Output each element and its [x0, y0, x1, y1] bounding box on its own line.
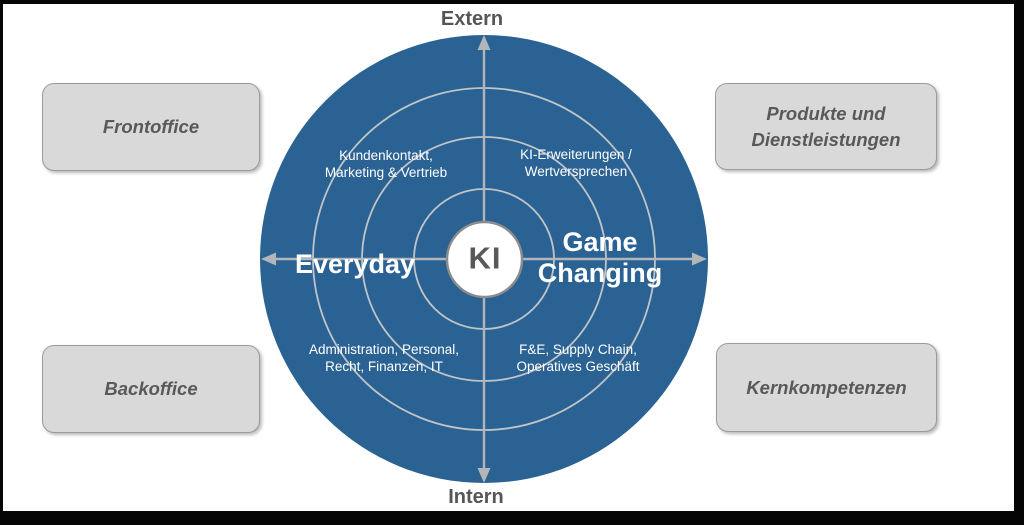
- kernkompetenzen-box: Kernkompetenzen: [716, 343, 937, 432]
- extern-axis-label: Extern: [440, 8, 504, 30]
- arrowhead-up-icon: [477, 35, 491, 50]
- hub-circle: [445, 220, 524, 299]
- backoffice-box: Backoffice: [42, 345, 260, 433]
- quadrant-label-administration: Administration, Personal, Recht, Finanze…: [308, 342, 460, 374]
- arrowhead-down-icon: [477, 468, 491, 483]
- arrowhead-right-icon: [692, 252, 707, 266]
- produkte-dienstleistungen-box: Produkte und Dienstleistungen: [715, 83, 937, 170]
- arrowhead-left-icon: [261, 252, 276, 266]
- quadrant-label-ki-erweiterungen: KI-Erweiterungen / Wertversprechen: [520, 147, 632, 179]
- intern-axis-label: Intern: [448, 486, 504, 508]
- quadrant-label-kundenkontakt: Kundenkontakt, Marketing & Vertrieb: [324, 148, 448, 180]
- quadrant-label-fe-supply-chain: F&E, Supply Chain, Operatives Geschäft: [516, 342, 640, 374]
- frontoffice-box: Frontoffice: [42, 83, 260, 171]
- everyday-zone-label: Everyday: [294, 249, 416, 279]
- ki-center-label: KI: [468, 240, 502, 276]
- game-changing-zone-label: Game Changing: [537, 227, 663, 288]
